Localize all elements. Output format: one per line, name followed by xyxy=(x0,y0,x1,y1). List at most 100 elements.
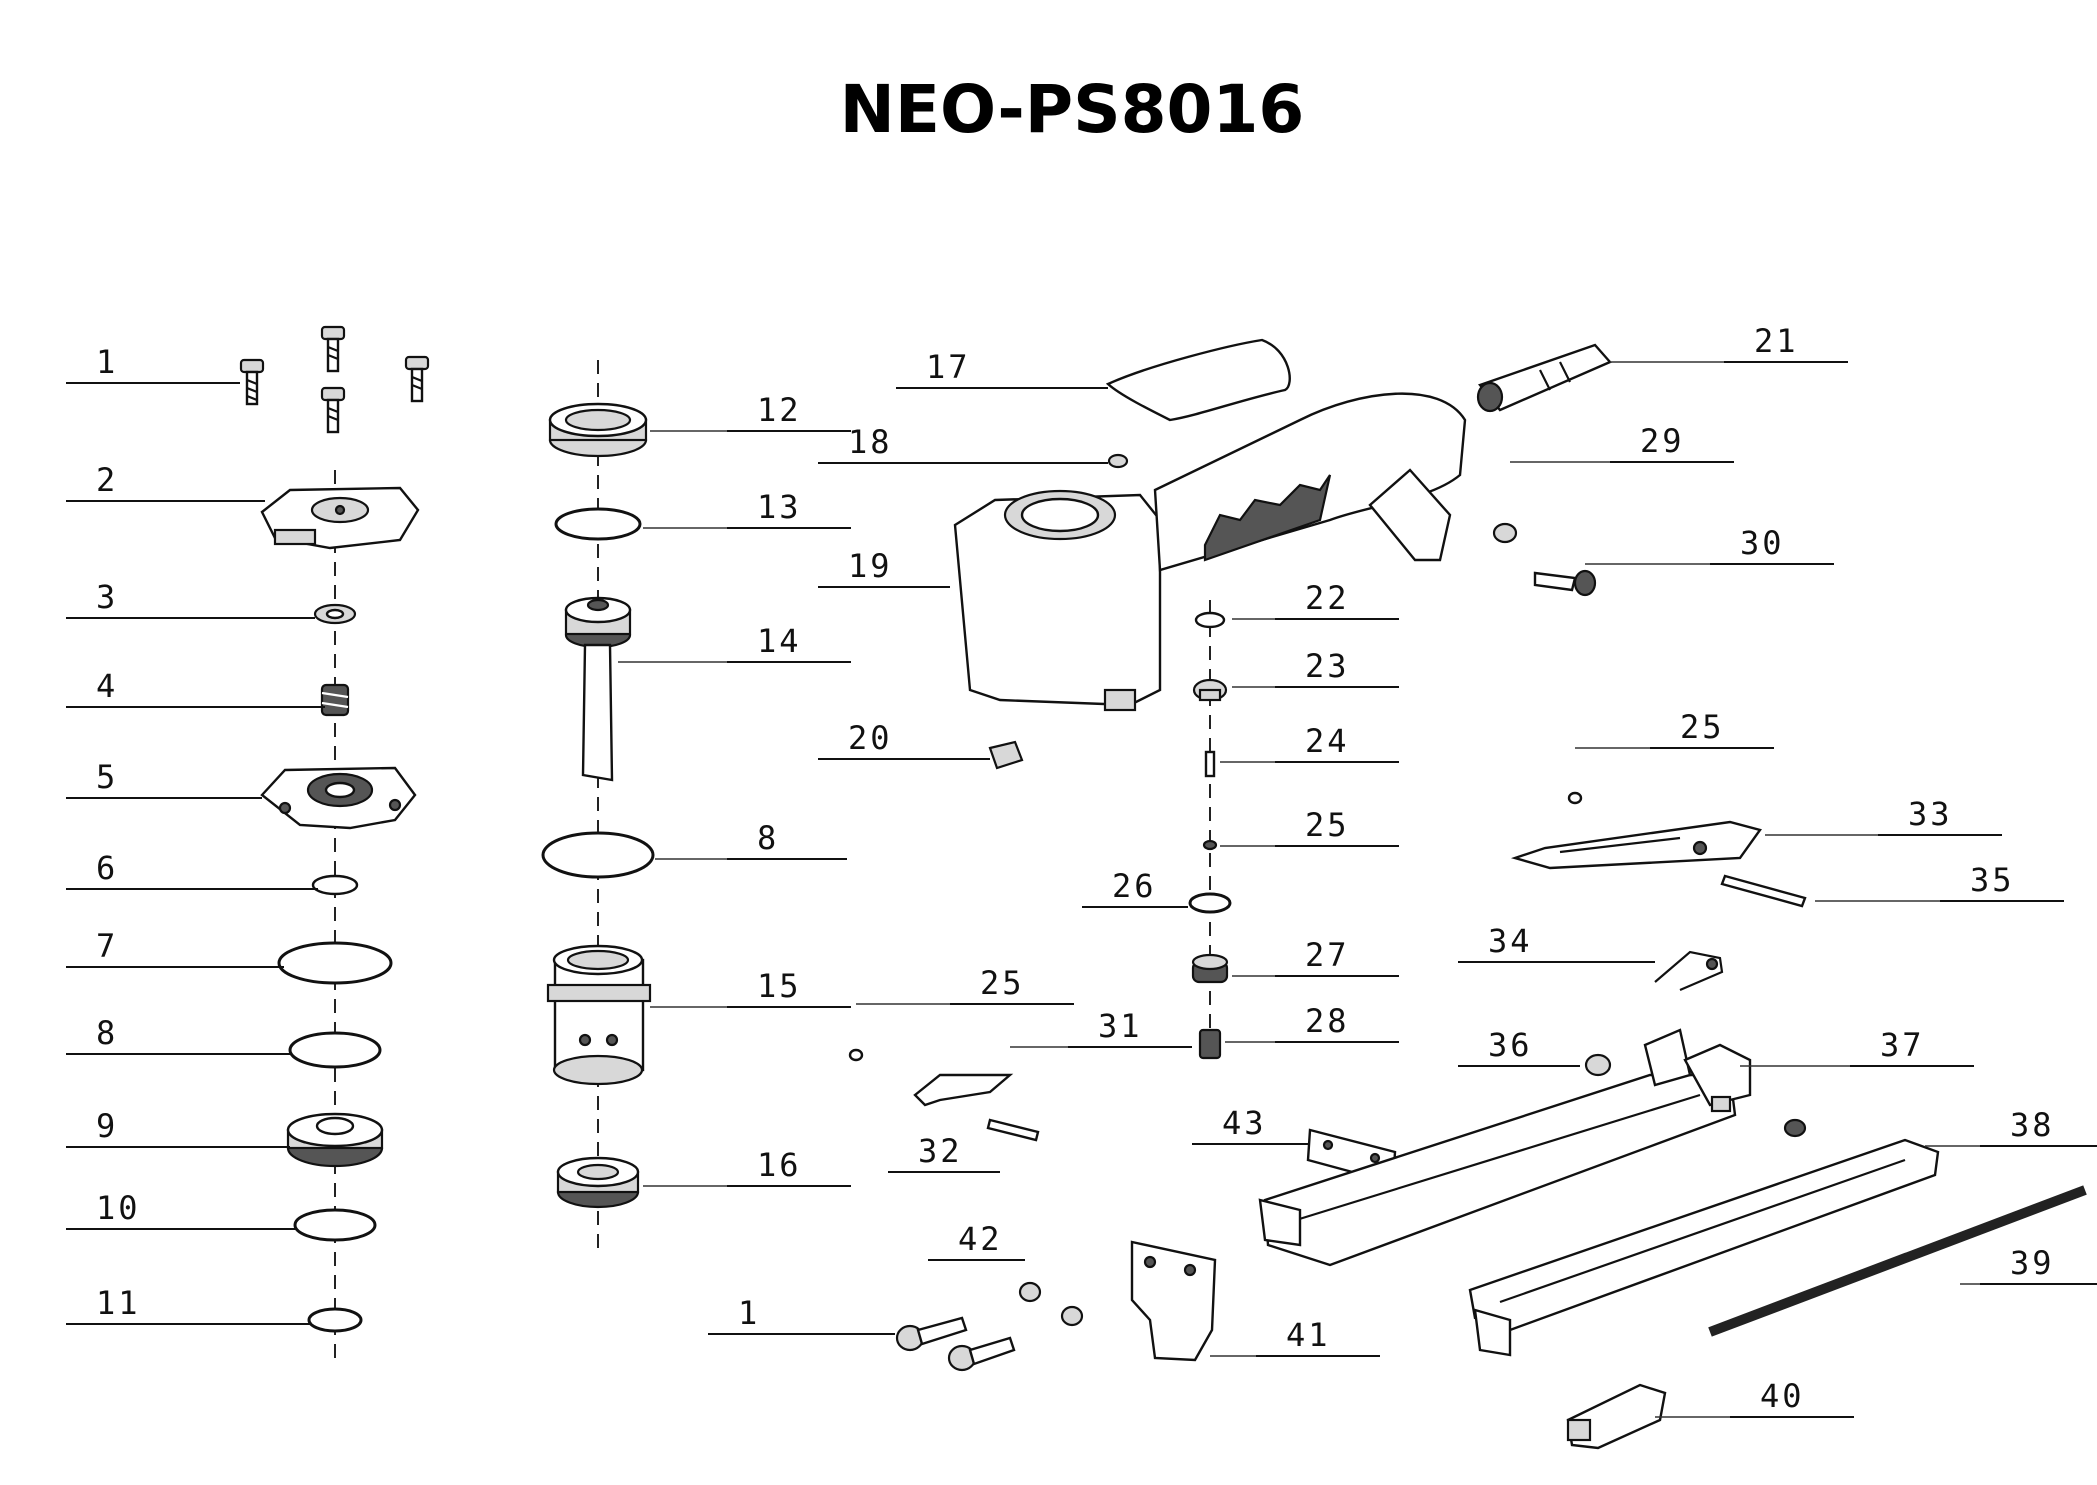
callout-number: 20 xyxy=(848,719,893,757)
part-26-washer xyxy=(1188,892,1232,914)
callout-number: 39 xyxy=(2010,1244,2055,1282)
part-33-trigger xyxy=(1510,820,1762,870)
callout-number: 41 xyxy=(1286,1316,1331,1354)
callout-number: 26 xyxy=(1112,867,1157,905)
callout-number: 18 xyxy=(848,423,893,461)
callout-c24: 24 xyxy=(1220,722,1399,763)
callout-number: 36 xyxy=(1488,1026,1533,1064)
callout-c28: 28 xyxy=(1225,1002,1399,1043)
callout-c43: 43 xyxy=(1192,1104,1310,1145)
callout-c40: 40 xyxy=(1655,1377,1854,1418)
callout-c33: 33 xyxy=(1765,795,2002,836)
callout-c1a: 1 xyxy=(66,343,240,384)
callout-c31: 31 xyxy=(1010,1007,1192,1048)
callout-c8b: 8 xyxy=(655,819,847,860)
callout-number: 33 xyxy=(1908,795,1953,833)
callout-number: 9 xyxy=(96,1107,118,1145)
callout-c27: 27 xyxy=(1232,936,1399,977)
part-21-air-fitting xyxy=(1476,343,1612,413)
part-1-screws xyxy=(239,325,430,434)
callout-number: 11 xyxy=(96,1284,141,1322)
callout-number: 8 xyxy=(96,1014,118,1052)
part-8-o-ring-b xyxy=(541,831,655,879)
part-39-pusher-spring xyxy=(1708,1185,2087,1337)
callout-c9: 9 xyxy=(66,1107,290,1148)
callout-c34: 34 xyxy=(1458,922,1655,963)
callout-number: 13 xyxy=(757,488,802,526)
callout-c16: 16 xyxy=(643,1146,851,1187)
callout-number: 5 xyxy=(96,758,118,796)
callout-c13: 13 xyxy=(643,488,851,529)
part-3-washer xyxy=(313,603,357,625)
part-15-cylinder xyxy=(546,944,652,1086)
part-31-latch xyxy=(913,1073,1014,1107)
part-22-washer xyxy=(1194,611,1226,629)
part-28-spring xyxy=(1198,1028,1222,1060)
callout-c1b: 1 xyxy=(708,1294,895,1335)
part-40-pusher xyxy=(1566,1383,1667,1450)
part-2-top-cap xyxy=(260,486,420,550)
callout-number: 12 xyxy=(757,391,802,429)
callout-c17: 17 xyxy=(896,348,1108,389)
callout-number: 21 xyxy=(1754,322,1799,360)
callout-c41: 41 xyxy=(1210,1316,1380,1357)
callout-number: 24 xyxy=(1305,722,1350,760)
callout-c10: 10 xyxy=(66,1189,296,1230)
callout-c2: 2 xyxy=(66,461,265,502)
diagram-title: NEO-PS8016 xyxy=(840,71,1305,148)
callout-c39: 39 xyxy=(1960,1244,2097,1285)
callout-c29: 29 xyxy=(1510,422,1734,463)
callout-number: 43 xyxy=(1222,1104,1267,1142)
callout-c15: 15 xyxy=(650,967,851,1008)
callout-c21: 21 xyxy=(1610,322,1848,363)
part-14-piston-driver xyxy=(564,596,632,782)
part-37-magazine-rail xyxy=(1258,1028,1752,1267)
part-9-piston-seat xyxy=(286,1112,384,1168)
callout-c8a: 8 xyxy=(66,1014,292,1055)
callout-c36: 36 xyxy=(1458,1026,1580,1067)
callout-c7: 7 xyxy=(66,927,284,968)
callout-c35: 35 xyxy=(1815,861,2064,902)
callout-number: 35 xyxy=(1970,861,2015,899)
part-25-o-ring-b xyxy=(1567,791,1583,805)
callout-c25c: 25 xyxy=(856,964,1074,1005)
callout-c5: 5 xyxy=(66,758,262,799)
callout-number: 37 xyxy=(1880,1026,1925,1064)
callout-c14: 14 xyxy=(618,622,851,663)
callout-number: 27 xyxy=(1305,936,1350,974)
part-38-magazine xyxy=(1468,1138,1940,1357)
part-11-o-ring xyxy=(307,1307,363,1333)
part-5-valve-housing xyxy=(260,766,417,830)
callout-number: 25 xyxy=(1305,806,1350,844)
callout-c32: 32 xyxy=(888,1132,1000,1173)
callout-c42: 42 xyxy=(928,1220,1025,1261)
callout-number: 28 xyxy=(1305,1002,1350,1040)
callout-c6: 6 xyxy=(66,849,318,890)
callout-c30: 30 xyxy=(1585,524,1834,565)
part-8-o-ring xyxy=(288,1031,382,1069)
part-29-nut xyxy=(1492,522,1518,544)
part-6-o-ring xyxy=(311,874,359,896)
callout-number: 15 xyxy=(757,967,802,1005)
callout-number: 16 xyxy=(757,1146,802,1184)
callout-number: 17 xyxy=(926,348,971,386)
part-17-grip-cover xyxy=(1105,338,1291,422)
part-24-valve-stem xyxy=(1204,750,1216,778)
callout-c26: 26 xyxy=(1082,867,1188,908)
part-20-block xyxy=(988,740,1024,770)
callout-c38: 38 xyxy=(1925,1106,2097,1147)
callout-labels: 1234567891011121314815161718192021293022… xyxy=(66,322,2097,1418)
part-36b-screw xyxy=(1783,1118,1807,1138)
callout-c23: 23 xyxy=(1232,647,1399,688)
callout-number: 23 xyxy=(1305,647,1350,685)
part-34-safety-lever xyxy=(1654,950,1724,992)
callout-number: 6 xyxy=(96,849,118,887)
part-42-nuts xyxy=(1018,1281,1084,1327)
part-1-bolts xyxy=(895,1316,1016,1372)
callout-number: 29 xyxy=(1640,422,1685,460)
callout-number: 7 xyxy=(96,927,118,965)
part-23-valve-cap xyxy=(1192,678,1228,702)
callout-number: 30 xyxy=(1740,524,1785,562)
callout-number: 1 xyxy=(738,1294,760,1332)
part-10-o-ring xyxy=(293,1208,377,1242)
